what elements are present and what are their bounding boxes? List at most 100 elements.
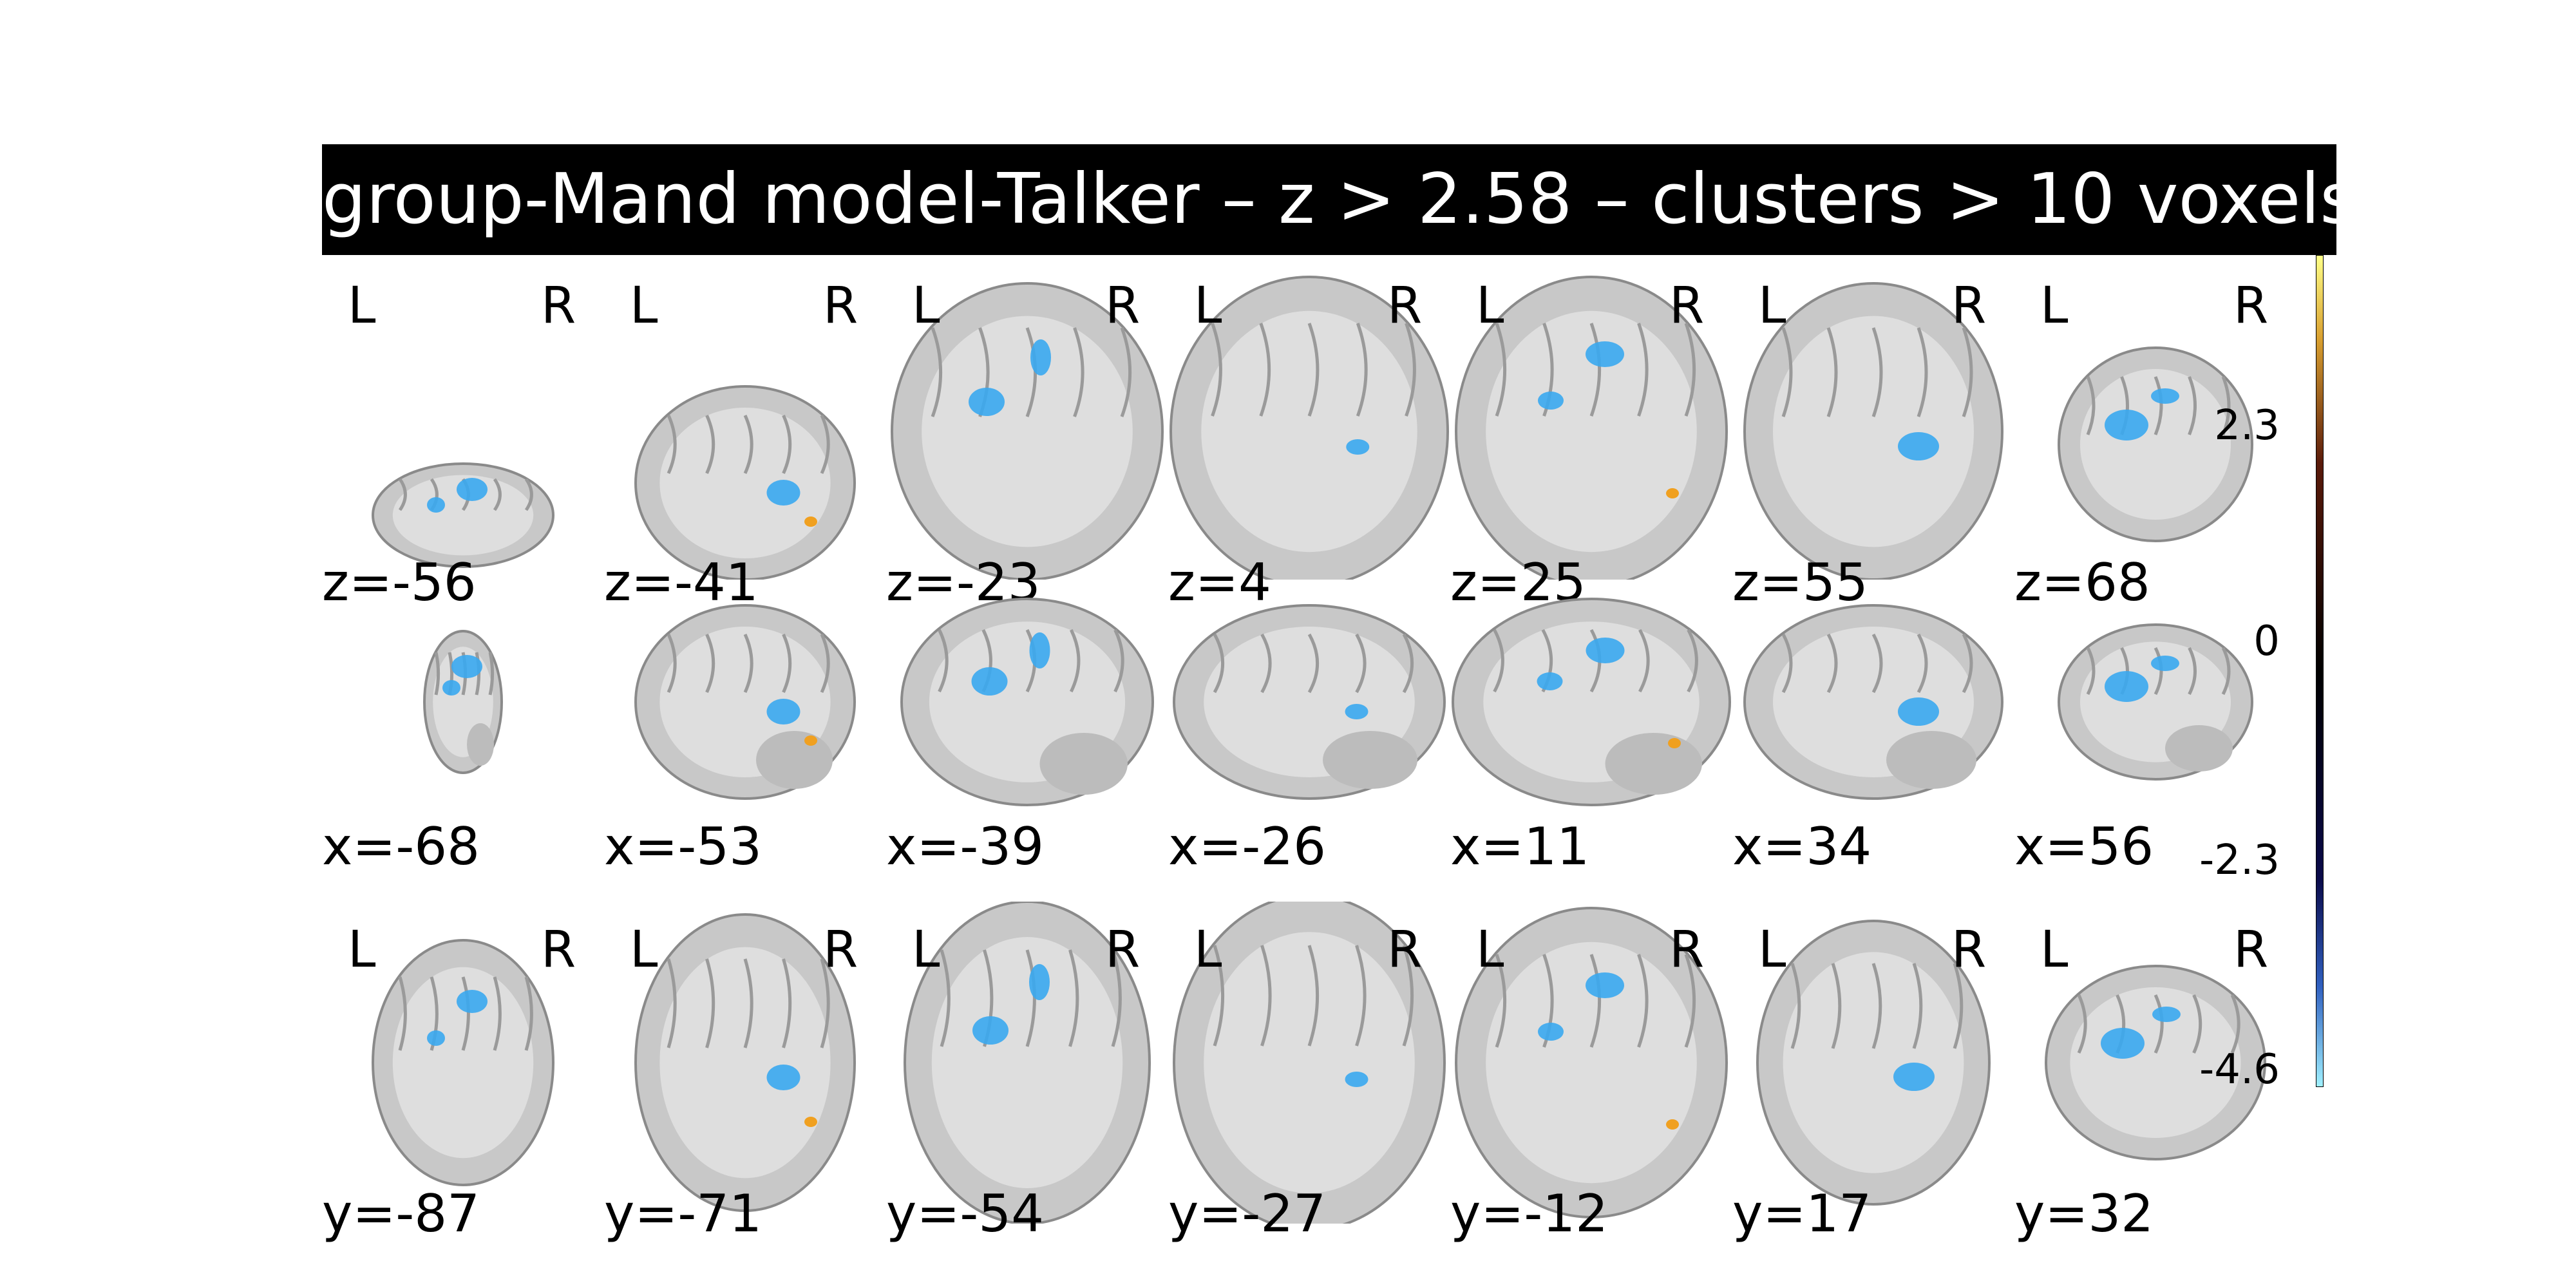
brain-slice-image <box>634 385 856 580</box>
sulcus-line <box>1962 633 1973 694</box>
white-matter <box>659 408 831 558</box>
sagittal-slice: x=-26 <box>1168 535 1450 895</box>
sulcus-line <box>493 478 502 511</box>
sulcus-line <box>1962 327 1973 417</box>
sulcus-line <box>2192 994 2202 1054</box>
white-matter <box>1783 952 1964 1173</box>
positive-activation-cluster <box>1668 738 1681 748</box>
sagittal-slice: x=56 <box>2014 535 2297 895</box>
sulcus-line <box>820 958 830 1048</box>
sulcus-line <box>461 976 470 1051</box>
sulcus-line <box>1025 949 1036 1047</box>
sulcus-line <box>1120 327 1132 417</box>
sulcus-line <box>2154 376 2163 435</box>
brain-slice-image <box>2058 346 2253 542</box>
cerebellum <box>467 723 494 766</box>
brain-slice-image <box>1743 604 2003 800</box>
activation-cluster <box>1538 392 1564 410</box>
orientation-right-label: R <box>2233 921 2269 979</box>
colorbar-gradient <box>2316 255 2324 1087</box>
sulcus-line <box>1687 629 1698 693</box>
activation-cluster <box>1898 697 1939 726</box>
orientation-left-label: L <box>912 277 940 335</box>
orientation-right-label: R <box>541 921 576 979</box>
brain-slice-image <box>900 598 1154 806</box>
sulcus-line <box>2154 994 2164 1054</box>
sulcus-line <box>1781 327 1793 417</box>
brain-slice-image <box>1455 907 1728 1218</box>
slice-coordinate-label: y=-12 <box>1450 1184 1609 1244</box>
positive-activation-cluster <box>804 1117 817 1127</box>
sulcus-line <box>1871 963 1882 1049</box>
sulcus-line <box>782 633 792 694</box>
sulcus-line <box>1307 633 1320 694</box>
orientation-right-label: R <box>1105 921 1141 979</box>
sulcus-line <box>1589 323 1602 417</box>
cerebellum <box>1039 733 1128 795</box>
white-matter <box>659 947 831 1179</box>
brain-slice-image <box>2058 623 2253 781</box>
orientation-left-label: L <box>348 277 376 335</box>
orientation-left-label: L <box>348 921 376 979</box>
cerebellum <box>2165 725 2233 772</box>
orientation-right-label: R <box>1105 277 1141 335</box>
orientation-left-label: L <box>1758 921 1786 979</box>
activation-cluster <box>1586 638 1625 663</box>
sulcus-line <box>1402 945 1414 1046</box>
brain-slice-image <box>1743 282 2003 580</box>
brain-slice-image <box>904 902 1151 1224</box>
sulcus-line <box>1213 633 1225 694</box>
brain-slice-image <box>634 604 856 800</box>
brain-slice-image <box>891 282 1164 580</box>
sulcus-line <box>1402 633 1414 694</box>
white-matter <box>1773 316 1974 547</box>
sulcus-line <box>488 652 495 696</box>
slice-coordinate-label: x=34 <box>1732 817 1872 876</box>
sulcus-line <box>782 958 792 1048</box>
slice-coordinate-label: y=17 <box>1732 1184 1872 1244</box>
orientation-right-label: R <box>1387 921 1423 979</box>
sulcus-line <box>1111 949 1122 1047</box>
orientation-right-label: R <box>1951 277 1987 335</box>
activation-cluster <box>1346 439 1370 455</box>
sulcus-line <box>2188 376 2197 435</box>
sulcus-line <box>931 327 943 417</box>
slice-coordinate-label: y=-71 <box>604 1184 762 1244</box>
sulcus-line <box>1826 633 1838 694</box>
sulcus-line <box>1073 327 1084 417</box>
activation-cluster <box>972 1016 1009 1045</box>
sulcus-line <box>1638 629 1650 693</box>
slice-coordinate-label: z=4 <box>1168 553 1271 612</box>
brain-slice-image <box>372 939 554 1186</box>
activation-cluster <box>1345 1072 1368 1087</box>
slice-coordinate-label: x=-26 <box>1168 817 1327 876</box>
activation-cluster <box>971 667 1008 696</box>
white-matter <box>2070 987 2241 1138</box>
brain-slice-image <box>1756 920 1991 1206</box>
sulcus-line <box>938 629 949 693</box>
sulcus-line <box>2086 647 2096 696</box>
activation-cluster <box>1538 1023 1564 1041</box>
activation-cluster <box>1898 432 1939 460</box>
cerebellum <box>1886 731 1976 789</box>
sulcus-line <box>1589 954 1602 1048</box>
white-matter <box>931 937 1123 1188</box>
activation-cluster <box>427 1030 445 1046</box>
sulcus-line <box>1953 963 1964 1049</box>
sulcus-line <box>398 478 407 511</box>
sulcus-line <box>1637 323 1649 417</box>
sulcus-line <box>1790 963 1801 1049</box>
white-matter <box>392 475 534 556</box>
orientation-left-label: L <box>912 921 940 979</box>
white-matter <box>1204 932 1415 1193</box>
sulcus-line <box>1113 629 1124 693</box>
activation-cluster <box>766 699 800 724</box>
sagittal-slice: x=-39 <box>886 535 1168 895</box>
activation-cluster <box>1029 964 1050 1000</box>
orientation-left-label: L <box>1194 921 1222 979</box>
